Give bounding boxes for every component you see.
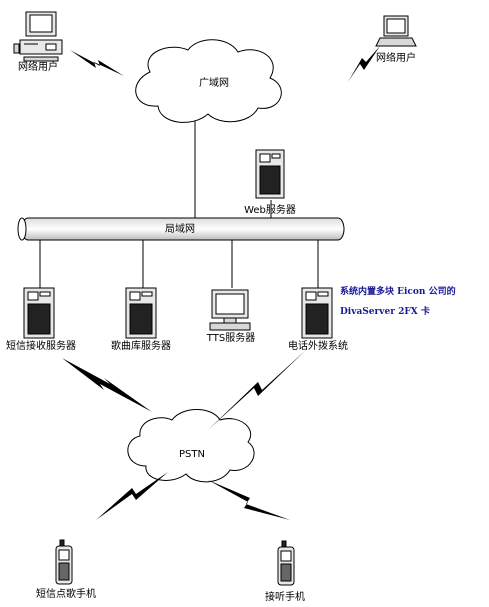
lightning-links bbox=[62, 46, 380, 520]
sms-mobile-phone-icon bbox=[55, 539, 73, 585]
phone-system-label: 电话外拨系统 bbox=[288, 341, 348, 352]
lightning-link-left-user bbox=[70, 50, 124, 76]
wan-label: 广域网 bbox=[199, 78, 229, 89]
lightning-link-sms-server bbox=[62, 358, 152, 412]
sms-server-label: 短信接收服务器 bbox=[6, 341, 76, 352]
web-server-label: Web服务器 bbox=[244, 205, 296, 216]
lan-pipe bbox=[17, 217, 345, 241]
laptop-icon bbox=[375, 15, 417, 47]
tts-monitor-icon bbox=[209, 289, 251, 331]
lan-label: 局域网 bbox=[165, 224, 195, 235]
pstn-label: PSTN bbox=[179, 449, 205, 460]
hardware-note-line1: 系统内置多块 Eicon 公司的 bbox=[340, 287, 456, 297]
lightning-link-phone-system bbox=[208, 350, 306, 430]
user-left-label: 网络用户 bbox=[18, 62, 58, 73]
wan-cloud bbox=[135, 39, 282, 123]
sms-server-icon bbox=[23, 287, 55, 339]
lightning-link-listen-phone bbox=[208, 480, 290, 520]
lightning-link-right-user bbox=[348, 46, 380, 82]
user-right-label: 网络用户 bbox=[376, 53, 416, 64]
hardware-note: 系统内置多块 Eicon 公司的 DivaServer 2FX 卡 bbox=[340, 284, 456, 320]
tts-server-label: TTS服务器 bbox=[206, 333, 256, 344]
phone-system-server-icon bbox=[301, 287, 333, 339]
music-server-icon bbox=[125, 287, 157, 339]
connection-lines bbox=[39, 120, 319, 288]
listen-phone-label: 接听手机 bbox=[265, 592, 305, 603]
desktop-computer-icon bbox=[13, 11, 63, 62]
listen-mobile-phone-icon bbox=[277, 540, 295, 586]
pstn-cloud bbox=[127, 409, 255, 483]
hardware-note-line2: DivaServer 2FX 卡 bbox=[340, 307, 430, 317]
sms-phone-label: 短信点歌手机 bbox=[36, 589, 96, 600]
web-server-icon bbox=[255, 149, 285, 199]
music-server-label: 歌曲库服务器 bbox=[111, 341, 171, 352]
